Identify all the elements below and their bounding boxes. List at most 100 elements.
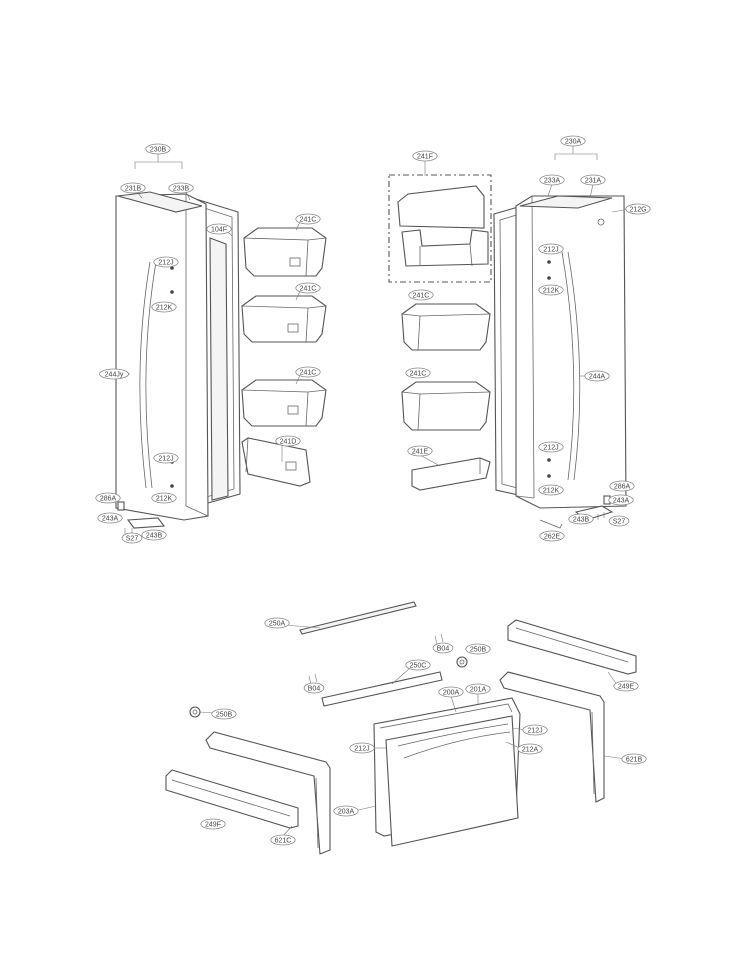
callout-text: 250B (470, 646, 487, 653)
callout-text: 230B (150, 146, 167, 153)
callout-c244A: 244A (584, 370, 610, 382)
callout-text: 241C (300, 285, 317, 292)
callout-c212K_1: 212K (151, 301, 177, 313)
callout-c241C_1: 241C (295, 213, 321, 225)
callout-text: 241E (412, 448, 429, 455)
callout-oval (121, 532, 143, 544)
callout-text: 621B (626, 756, 643, 763)
callout-text: 241C (410, 370, 427, 377)
callout-text: 250C (410, 662, 427, 669)
drawer-assembly (165, 601, 637, 855)
callout-oval (465, 683, 491, 695)
optional-bin-box (388, 174, 492, 283)
callout-oval (270, 834, 296, 846)
left-door-handle (139, 261, 151, 489)
right-door-bins (401, 303, 491, 491)
callout-c250B_2: 250B (211, 708, 237, 720)
callout-text: 212A (522, 746, 539, 753)
callout-oval (97, 512, 123, 524)
left-door-top-cap (117, 191, 203, 213)
callout-text: 212J (543, 444, 558, 451)
callout-oval (465, 643, 491, 655)
callout-c203A: 203A (333, 805, 359, 817)
callout-c230B: 230B (145, 143, 171, 155)
callout-oval (517, 743, 543, 755)
callout-text: 241C (300, 369, 317, 376)
drawer-handle (403, 731, 511, 759)
callout-oval (408, 289, 434, 301)
callout-text: 231B (125, 185, 142, 192)
callout-text: S27 (613, 518, 626, 525)
callout-c212G: 212G (625, 203, 651, 215)
callout-c104F: 104F (206, 223, 232, 235)
callout-text: 241C (413, 292, 430, 299)
callout-text: 249F (205, 821, 221, 828)
callout-oval (405, 659, 431, 671)
callout-oval (407, 445, 433, 457)
callout-c241C_4: 241C (408, 289, 434, 301)
callout-oval (264, 617, 290, 629)
callout-oval (295, 282, 321, 294)
callout-c230A: 230A (560, 135, 586, 147)
callout-c249F: 249F (200, 818, 226, 830)
callout-oval (141, 529, 167, 541)
callout-text: 212J (543, 246, 558, 253)
callout-oval (432, 642, 454, 654)
callout-c212J_2: 212J (153, 452, 179, 464)
callout-oval (608, 494, 634, 506)
slide-621B (499, 671, 605, 803)
callout-oval (333, 805, 359, 817)
callout-c241C_2: 241C (295, 282, 321, 294)
callout-oval (349, 742, 375, 754)
callout-c231A: 231A (580, 174, 606, 186)
callout-c286A_2: 286A (609, 480, 635, 492)
callout-text: 286A (614, 483, 631, 490)
callout-c262E: 262E (539, 530, 565, 542)
left-door-panel (115, 193, 209, 521)
callout-oval (538, 243, 564, 255)
callout-oval (295, 366, 321, 378)
callout-c243A_1: 243A (97, 512, 123, 524)
callout-text: 212K (156, 304, 173, 311)
callout-oval (412, 150, 438, 162)
callout-text: 212J (527, 727, 542, 734)
callout-text: 212J (354, 745, 369, 752)
callout-c233A: 233A (539, 174, 565, 186)
callout-oval (206, 223, 232, 235)
callout-oval (568, 513, 594, 525)
callout-cB04_2: B04 (303, 682, 325, 694)
callout-c243B_1: 243B (141, 529, 167, 541)
callout-text: 233B (173, 185, 190, 192)
callout-text: S27 (126, 535, 139, 542)
callout-oval (522, 724, 548, 736)
callout-text: 212K (543, 287, 560, 294)
callout-oval (168, 182, 194, 194)
callout-text: 212J (158, 259, 173, 266)
callout-c250C: 250C (405, 659, 431, 671)
callout-cS27_1: S27 (121, 532, 143, 544)
callout-text: 231A (585, 177, 602, 184)
callout-c243A_2: 243A (608, 494, 634, 506)
callout-cS27_2: S27 (608, 515, 630, 527)
callout-oval (151, 492, 177, 504)
left-door-liner-strip (209, 237, 229, 501)
callout-text: 212K (156, 495, 173, 502)
callout-oval (438, 686, 464, 698)
callout-oval (539, 174, 565, 186)
callout-oval (151, 301, 177, 313)
callout-text: 250B (216, 711, 233, 718)
right-door-handle (561, 251, 575, 481)
callout-text: 621C (275, 837, 292, 844)
callout-text: 212J (158, 455, 173, 462)
callout-c621B: 621B (621, 753, 647, 765)
callout-text: 250A (269, 620, 286, 627)
callout-c243B_2: 243B (568, 513, 594, 525)
callout-oval (560, 135, 586, 147)
callout-c286A_1: 286A (95, 492, 121, 504)
callout-c212J_4: 212J (538, 441, 564, 453)
callout-text: 243A (102, 515, 119, 522)
callout-c241E: 241E (407, 445, 433, 457)
callout-text: 262E (544, 533, 561, 540)
callout-text: 243B (146, 532, 163, 539)
